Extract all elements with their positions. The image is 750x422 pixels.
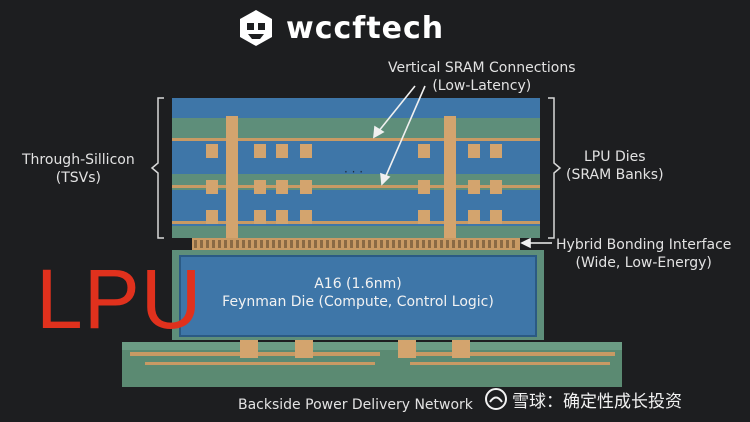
vertical-sram-subtitle: (Low-Latency): [432, 78, 532, 94]
ellipsis-label: · · ·: [344, 165, 364, 179]
watermark: 雪球：确定性成长投资: [484, 386, 682, 412]
tsv-title: Through-Sillicon: [22, 152, 135, 168]
feynman-die: [172, 250, 544, 340]
wccftech-logo-icon: [240, 10, 272, 46]
lpu-dies-label: LPU Dies (SRAM Banks): [566, 148, 664, 184]
lpu-dies-title: LPU Dies: [584, 149, 646, 165]
bracket-left: [150, 97, 164, 239]
hybrid-bonding-interface: [192, 238, 520, 250]
lpu-dies-subtitle: (SRAM Banks): [566, 167, 664, 183]
vertical-sram-label: Vertical SRAM Connections (Low-Latency): [388, 59, 576, 95]
die-name: Feynman Die (Compute, Control Logic): [222, 294, 494, 310]
wccftech-logo: wccftech: [236, 8, 444, 48]
lpu-die-stack: [172, 98, 540, 238]
snowball-logo-icon: [485, 388, 507, 410]
vertical-sram-arrows: [373, 85, 426, 186]
hybrid-bonding-title: Hybrid Bonding Interface: [556, 237, 732, 253]
brand-name: wccftech: [286, 10, 445, 46]
die-label: A16 (1.6nm) Feynman Die (Compute, Contro…: [180, 275, 536, 311]
hybrid-bonding-subtitle: (Wide, Low-Energy): [575, 255, 712, 271]
tsv-label: Through-Sillicon (TSVs): [22, 151, 135, 187]
vertical-sram-title: Vertical SRAM Connections: [388, 60, 576, 76]
die-node: A16 (1.6nm): [314, 276, 402, 292]
hybrid-bonding-label: Hybrid Bonding Interface (Wide, Low-Ener…: [556, 236, 731, 272]
bracket-right: [548, 97, 562, 239]
tsv-subtitle: (TSVs): [55, 170, 101, 186]
watermark-text: 雪球：确定性成长投资: [512, 391, 682, 412]
hybrid-arrow: [520, 237, 552, 249]
lpu-overlay-text: LPU: [36, 252, 203, 346]
backside-power-label: Backside Power Delivery Network: [238, 397, 473, 413]
